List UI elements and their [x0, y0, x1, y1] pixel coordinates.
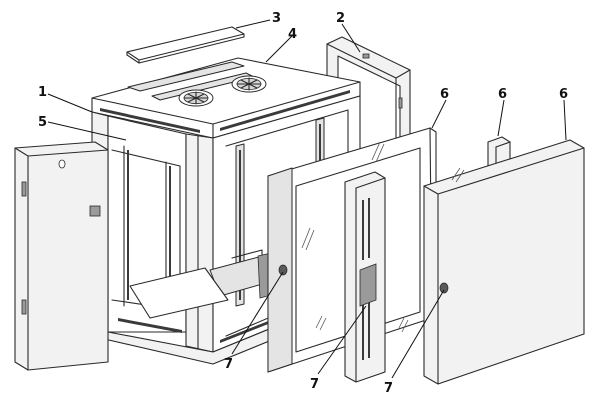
right-panel-reflections [397, 167, 465, 333]
callout-3: 3 [272, 11, 281, 26]
callout-labels: 1 5 3 4 2 6 6 6 7 7 7 [38, 11, 568, 396]
callout-6-side-panel: 6 [559, 87, 568, 102]
callout-7-middle: 7 [310, 377, 319, 392]
callout-6-glass-door: 6 [440, 87, 449, 102]
glass-door-reflections [301, 141, 385, 331]
top-cover-plate [126, 26, 245, 64]
callout-6-bracket: 6 [498, 87, 507, 102]
leader-lines [47, 19, 567, 379]
right-side-panel [397, 139, 585, 385]
leader-6b [497, 99, 505, 137]
fan-right [231, 75, 267, 93]
left-rail-holes [127, 150, 171, 306]
fan-left [178, 89, 214, 107]
perforated-door-frame [344, 171, 386, 383]
leader-5 [47, 121, 127, 141]
callout-2: 2 [336, 11, 345, 26]
callout-7-left: 7 [224, 357, 233, 372]
leader-2 [341, 23, 361, 53]
callout-7-right: 7 [384, 381, 393, 396]
leader-7c [391, 289, 445, 379]
left-side-panel [14, 141, 109, 371]
leader-6c [563, 99, 567, 141]
leader-4 [265, 35, 293, 63]
front-top-vent-strip [220, 90, 350, 131]
leader-7a [231, 271, 284, 355]
callout-1: 1 [38, 85, 47, 100]
leader-3 [235, 19, 271, 29]
leader-1 [47, 93, 93, 113]
leader-6a [431, 99, 447, 129]
callout-4: 4 [288, 27, 297, 42]
callout-5: 5 [38, 115, 47, 130]
leader-7b [317, 305, 367, 375]
door-frame-perforations [362, 198, 370, 360]
